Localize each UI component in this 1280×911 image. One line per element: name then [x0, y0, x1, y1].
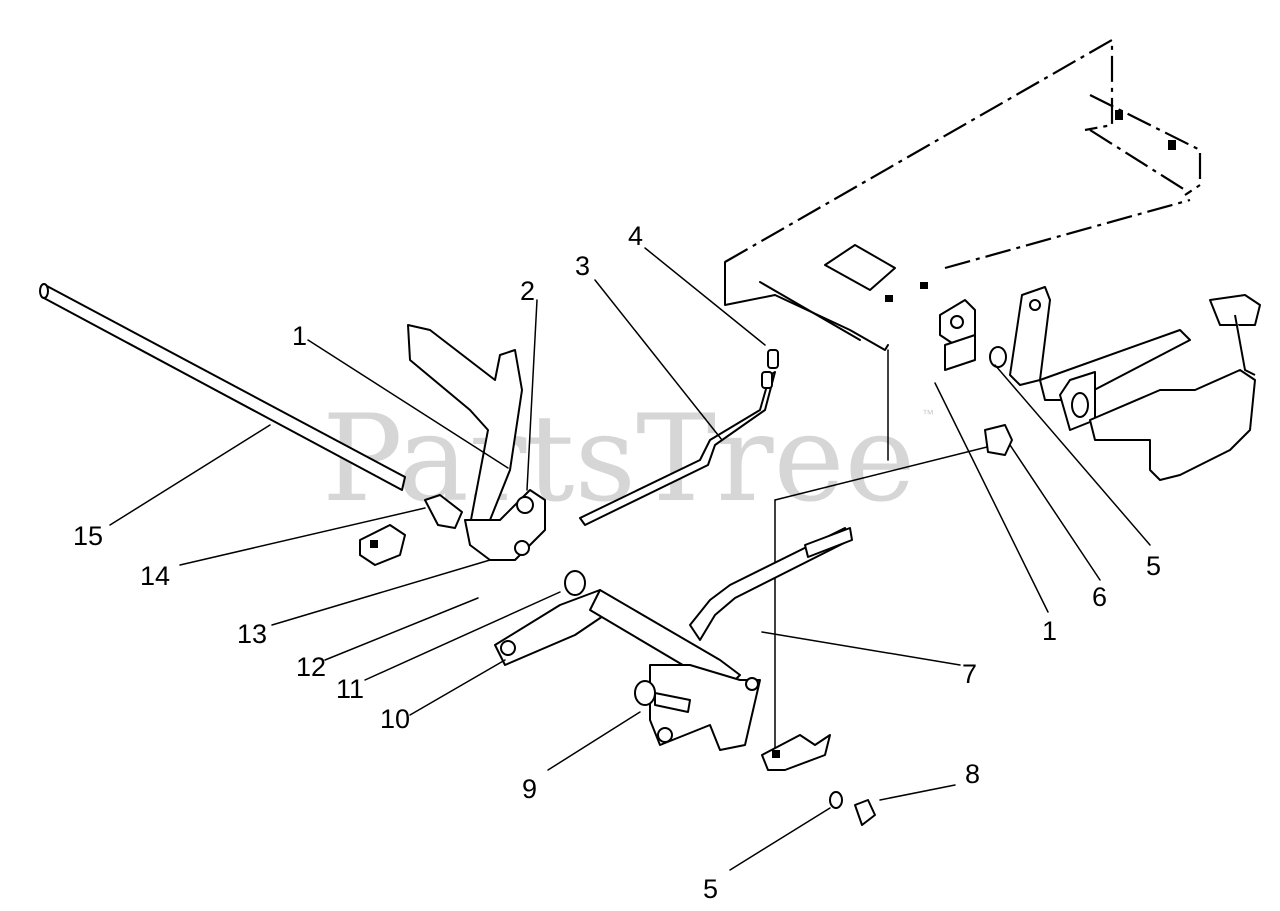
- rod-15: [39, 283, 463, 529]
- leader-lines: [109, 247, 1151, 871]
- callout-11: 11: [336, 674, 364, 704]
- callout-10: 10: [380, 704, 410, 734]
- callout-1-right: 1: [1042, 616, 1057, 646]
- right-bracket-assembly: [939, 286, 1261, 481]
- callout-13: 13: [237, 619, 267, 649]
- callout-9: 9: [522, 774, 537, 804]
- deck-frame: [724, 38, 1202, 771]
- callout-labels: 1 2 3 4 5 6 1 7 8 5 9 10 11 12 13 14 15: [73, 221, 1161, 904]
- left-lever-arm: [359, 324, 546, 566]
- callout-15: 15: [73, 521, 103, 551]
- callout-12: 12: [296, 652, 326, 682]
- callout-1: 1: [292, 321, 307, 351]
- watermark-trademark: ™: [922, 407, 934, 421]
- link-rod-3: [579, 349, 779, 526]
- callout-2: 2: [520, 276, 535, 306]
- callout-6: 6: [1092, 582, 1107, 612]
- cross-shaft-assembly: [494, 527, 876, 826]
- callout-4: 4: [628, 221, 643, 251]
- callout-8: 8: [965, 759, 980, 789]
- callout-7: 7: [962, 659, 977, 689]
- callout-3: 3: [575, 251, 590, 281]
- callout-5: 5: [1146, 551, 1161, 581]
- callout-5-bottom: 5: [703, 874, 718, 904]
- callout-14: 14: [140, 561, 170, 591]
